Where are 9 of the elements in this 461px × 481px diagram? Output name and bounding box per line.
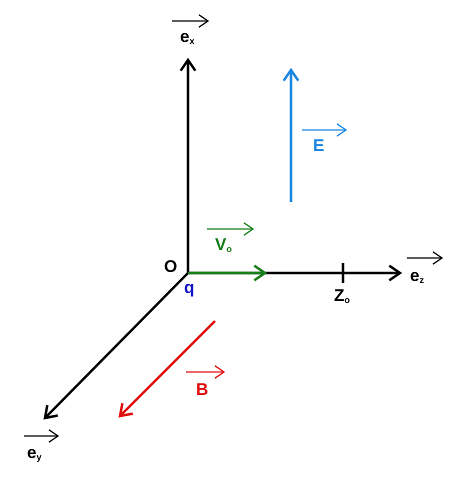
velocity-vector-label: V$_{o}$ (215, 236, 232, 253)
unit-vector-label: e$_{z}$ (410, 267, 424, 284)
field-vector-label: E (313, 137, 324, 154)
unit-vector-label: e$_{y}$ (27, 444, 42, 461)
field-vector-label: B (196, 381, 208, 398)
origin-label: O (164, 258, 178, 275)
unit-vector-label: e$_{x}$ (180, 28, 194, 45)
charge-label: q (184, 279, 194, 296)
position-label: Z$_{o}$ (334, 287, 350, 304)
